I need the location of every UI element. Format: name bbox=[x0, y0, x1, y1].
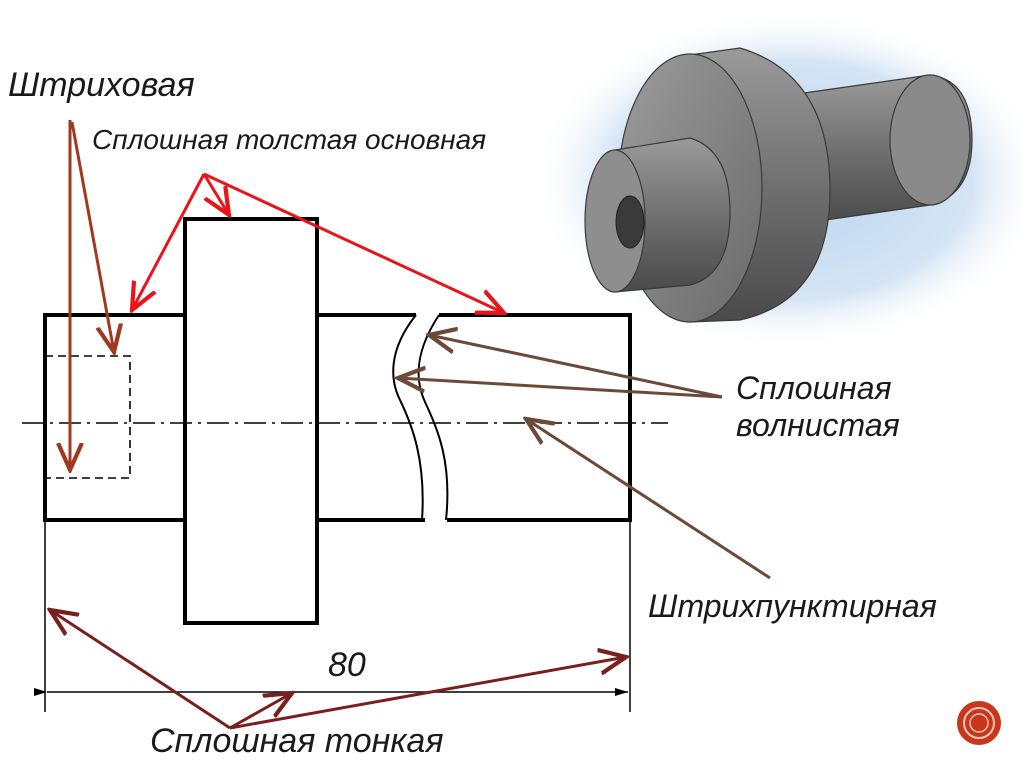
next-slide-icon[interactable] bbox=[957, 701, 1001, 745]
dimension-80 bbox=[34, 522, 631, 712]
label-dashed: Штриховая bbox=[8, 66, 195, 104]
leaders-thick bbox=[132, 172, 504, 313]
leaders-wavy bbox=[398, 335, 723, 399]
label-solid-thin: Сплошная тонкая bbox=[150, 722, 444, 760]
part-3d-render bbox=[530, 10, 1024, 350]
leader-dashdot bbox=[526, 419, 771, 580]
leaders-thin bbox=[50, 610, 626, 730]
label-solid-thick: Сплошная толстая основная bbox=[92, 124, 487, 155]
break-lines bbox=[392, 314, 449, 521]
leaders-dashed bbox=[70, 120, 114, 470]
label-dash-dot: Штрихпунктирная bbox=[648, 588, 937, 624]
part-outline bbox=[43, 217, 632, 625]
dimension-value: 80 bbox=[328, 646, 366, 684]
label-solid-wavy: Сплошная волнистая bbox=[736, 370, 900, 443]
hidden-bore bbox=[45, 355, 131, 479]
